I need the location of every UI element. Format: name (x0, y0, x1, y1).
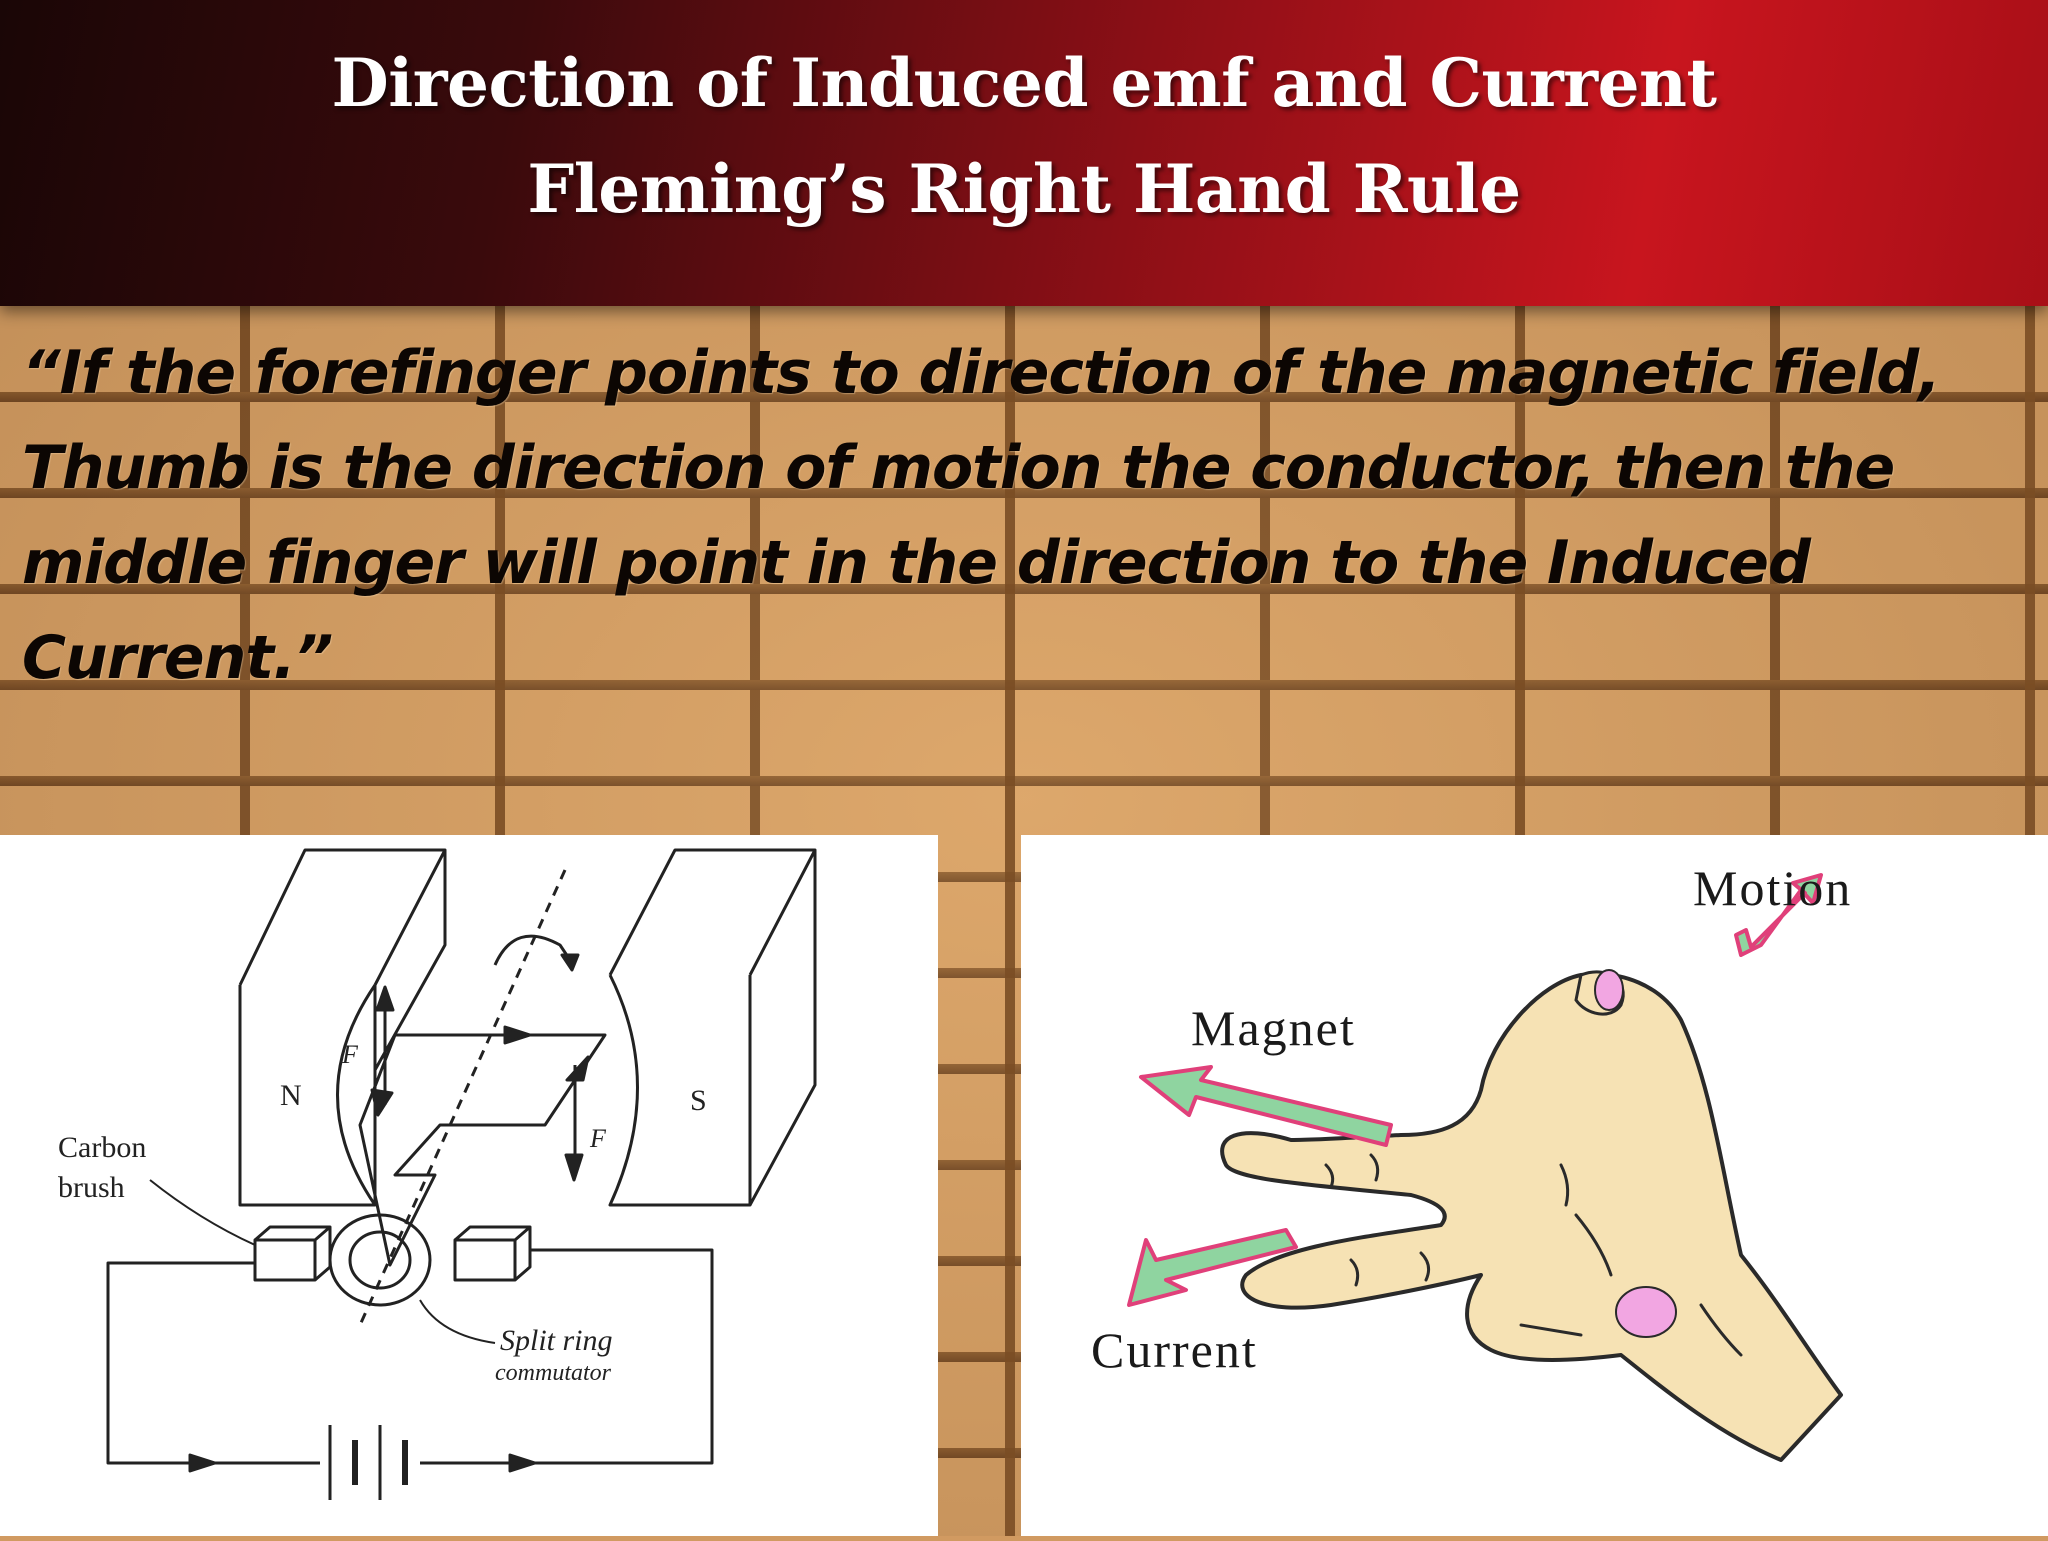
force-arrowhead-up-right (565, 1055, 590, 1082)
finger-crease-1 (1324, 1163, 1335, 1189)
title-bar: Direction of Induced emf and Current Fle… (0, 0, 2048, 306)
north-pole-face (336, 984, 377, 1206)
generator-diagram-panel: N S F F Carbon brush Split ring commutat… (0, 835, 938, 1536)
circuit-wire-left (106, 1261, 320, 1465)
carbon-brush-left (253, 1238, 317, 1282)
commutator-label-line2: commutator (495, 1360, 612, 1386)
north-pole-label: N (280, 1079, 302, 1112)
rule-quote: “If the forefinger points to direction o… (22, 338, 1941, 693)
force-label-top: F (341, 1040, 359, 1069)
north-magnet-side (373, 850, 447, 1071)
rotation-arrow (493, 934, 572, 966)
motion-arrow (1734, 873, 1823, 957)
force-arrowhead-down-right (564, 1153, 584, 1182)
north-magnet-top (238, 848, 447, 986)
finger-crease-2 (1369, 1153, 1380, 1182)
generator-diagram: N S F F Carbon brush Split ring commutat… (58, 848, 817, 1500)
finger-crease-4 (1419, 1251, 1431, 1282)
folded-finger-nail (1615, 1286, 1677, 1338)
palm-crease-3 (1699, 1303, 1743, 1357)
palm-crease-2 (1574, 1213, 1613, 1277)
force-arrowhead-down (370, 1088, 394, 1117)
coil-loop (358, 1033, 607, 1267)
carbon-brush-right-top (454, 1225, 532, 1282)
hand-diagram: Motion Magnet Current (1091, 860, 1852, 1462)
force-arrowhead-up (375, 985, 395, 1012)
carbon-brush-right (453, 1238, 517, 1282)
carbon-brush-label-line2: brush (58, 1171, 125, 1204)
folded-finger-line (1519, 1323, 1583, 1337)
commutator-leader (419, 1299, 496, 1344)
circuit-arrow-right (508, 1453, 537, 1473)
south-magnet-side (748, 850, 817, 1206)
slide-subtitle: Fleming’s Right Hand Rule (527, 150, 1521, 228)
carbon-brush-label-line1: Carbon (58, 1131, 146, 1164)
slide-title: Direction of Induced emf and Current (331, 44, 1717, 122)
current-label: Current (1091, 1322, 1258, 1378)
rotation-axis (358, 869, 567, 1326)
south-magnet-top (608, 848, 817, 976)
magnet-arrow (1139, 1065, 1393, 1147)
hand-diagram-panel: Motion Magnet Current (1021, 835, 2048, 1536)
current-arrow (1127, 1228, 1298, 1307)
circuit-arrow-left (188, 1453, 217, 1473)
thumb-nail (1594, 969, 1624, 1011)
rotation-arrowhead (560, 953, 580, 972)
finger-crease-3 (1349, 1258, 1360, 1287)
commutator-label-line1: Split ring (500, 1324, 613, 1357)
magnet-label: Magnet (1191, 1000, 1356, 1056)
south-pole-label: S (690, 1084, 707, 1117)
carbon-brush-leader (149, 1179, 256, 1246)
current-arrowhead (503, 1025, 532, 1045)
split-ring-inner (348, 1230, 412, 1290)
hand-shape (1220, 972, 1843, 1462)
palm-crease-1 (1559, 1163, 1570, 1207)
south-magnet-front (608, 974, 752, 1207)
force-label-bottom: F (589, 1124, 607, 1153)
carbon-brush-left-top (254, 1225, 332, 1282)
circuit-wire-right (420, 1248, 714, 1465)
motion-label: Motion (1693, 860, 1852, 916)
split-ring-commutator (328, 1213, 432, 1307)
